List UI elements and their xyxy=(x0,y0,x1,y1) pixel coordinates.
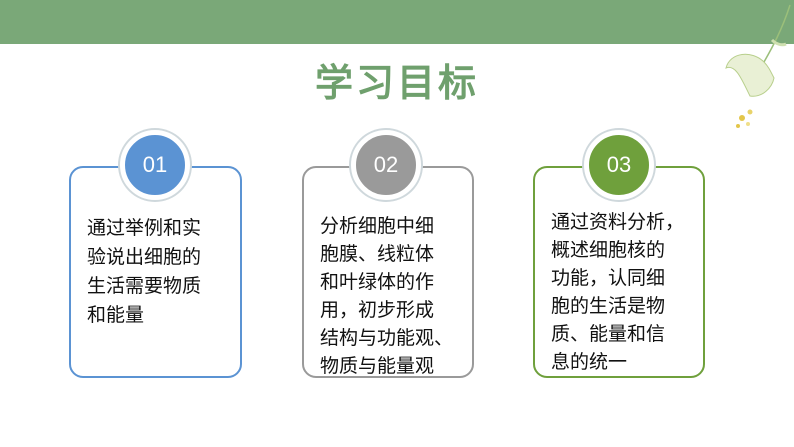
objective-text-3: 通过资料分析， 概述细胞核的 功能，认同细 胞的生活是物 质、能量和信 息的统一 xyxy=(551,211,685,373)
objective-number-badge-2: 02 xyxy=(351,130,421,200)
top-banner xyxy=(0,0,794,44)
page-title: 学习目标 xyxy=(314,61,479,105)
ginkgo-leaf-icon xyxy=(725,4,791,128)
objective-card-3: 通过资料分析， 概述细胞核的 功能，认同细 胞的生活是物 质、能量和信 息的统一 xyxy=(533,166,705,378)
objective-text-2: 分析细胞中细 胞膜、线粒体 和叶绿体的作 用，初步形成 结构与功能观、 物质与能… xyxy=(320,215,454,377)
objective-number-badge-1: 01 xyxy=(120,130,190,200)
objective-text-1: 通过举例和实 验说出细胞的 生活需要物质 和能量 xyxy=(87,217,202,326)
objective-number-badge-3: 03 xyxy=(584,130,654,200)
objective-card-2: 分析细胞中细 胞膜、线粒体 和叶绿体的作 用，初步形成 结构与功能观、 物质与能… xyxy=(302,166,474,378)
objective-card-1: 通过举例和实 验说出细胞的 生活需要物质 和能量 xyxy=(69,166,242,378)
